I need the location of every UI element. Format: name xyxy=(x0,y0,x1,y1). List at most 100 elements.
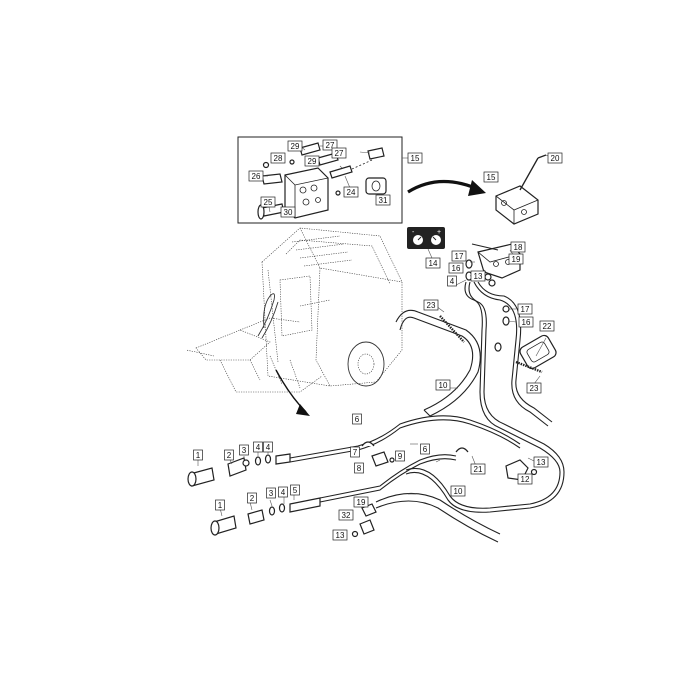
callout-number: 24 xyxy=(347,188,356,197)
couplers xyxy=(187,452,321,536)
callout-5: 5 xyxy=(290,484,300,496)
callout-8: 8 xyxy=(354,462,364,474)
callout-13: 13 xyxy=(533,456,549,468)
callout-number: 2 xyxy=(250,494,255,503)
callout-22: 22 xyxy=(539,320,555,332)
callout-15: 15 xyxy=(407,152,423,164)
baler-illustration xyxy=(185,227,403,416)
callout-17: 17 xyxy=(517,303,533,315)
callout-6: 6 xyxy=(352,413,362,425)
callout-number: 21 xyxy=(474,465,483,474)
callout-number: 8 xyxy=(357,464,362,473)
valve-assembly-mount: - + xyxy=(407,154,553,352)
callout-10: 10 xyxy=(450,485,466,497)
callout-number: 10 xyxy=(454,487,463,496)
callout-number: 23 xyxy=(530,384,539,393)
callout-23: 23 xyxy=(423,299,439,311)
callout-27: 27 xyxy=(331,147,347,159)
callout-15: 15 xyxy=(483,171,499,183)
callout-17: 17 xyxy=(451,250,467,262)
callout-29: 29 xyxy=(304,155,320,167)
callout-3: 3 xyxy=(266,487,276,499)
callout-number: 16 xyxy=(522,318,531,327)
callout-20: 20 xyxy=(547,152,563,164)
callout-number: 7 xyxy=(353,448,358,457)
callout-number: 1 xyxy=(196,451,201,460)
callout-number: 19 xyxy=(357,498,366,507)
callout-number: 22 xyxy=(543,322,552,331)
callout-number: 9 xyxy=(398,452,403,461)
callout-number: 23 xyxy=(427,301,436,310)
callout-number: 30 xyxy=(284,208,293,217)
callout-21: 21 xyxy=(470,463,486,475)
flow-arrow-right xyxy=(407,179,486,196)
callout-13: 13 xyxy=(332,529,348,541)
callout-number: 28 xyxy=(274,154,283,163)
callout-number: 19 xyxy=(512,255,521,264)
callout-26: 26 xyxy=(248,170,264,182)
callout-4: 4 xyxy=(278,486,288,498)
svg-text:-: - xyxy=(412,229,415,236)
callout-16: 16 xyxy=(518,316,534,328)
callout-31: 31 xyxy=(375,194,391,206)
callout-number: 1 xyxy=(218,501,223,510)
callout-2: 2 xyxy=(224,449,234,461)
callout-number: 32 xyxy=(342,511,351,520)
callout-number: 13 xyxy=(336,531,345,540)
callout-number: 4 xyxy=(266,443,271,452)
callout-3: 3 xyxy=(239,444,249,456)
callout-number: 25 xyxy=(264,198,273,207)
callout-number: 13 xyxy=(474,272,483,281)
callout-number: 6 xyxy=(355,415,360,424)
callout-number: 31 xyxy=(379,196,388,205)
callout-19: 19 xyxy=(508,253,524,265)
callout-12: 12 xyxy=(517,473,533,485)
callout-13: 13 xyxy=(470,270,486,282)
callout-number: 3 xyxy=(269,489,274,498)
callout-number: 4 xyxy=(450,277,455,286)
callout-19: 19 xyxy=(353,496,369,508)
callout-number: 15 xyxy=(411,154,420,163)
callout-32: 32 xyxy=(338,509,354,521)
callout-number: 2 xyxy=(227,451,232,460)
callout-number: 17 xyxy=(455,252,464,261)
callout-number: 29 xyxy=(308,157,317,166)
callout-7: 7 xyxy=(350,446,360,458)
callout-number: 3 xyxy=(242,446,247,455)
callout-1: 1 xyxy=(193,449,203,461)
callout-25: 25 xyxy=(260,196,276,208)
callout-2: 2 xyxy=(247,492,257,504)
callout-number: 5 xyxy=(293,486,298,495)
callout-4: 4 xyxy=(447,275,457,287)
callout-number: 18 xyxy=(514,243,523,252)
hydraulic-hoses xyxy=(289,281,565,543)
callout-6: 6 xyxy=(420,443,430,455)
callout-number: 4 xyxy=(256,443,261,452)
callout-16: 16 xyxy=(448,262,464,274)
callout-29: 29 xyxy=(287,140,303,152)
callout-30: 30 xyxy=(280,206,296,218)
callout-number: 29 xyxy=(291,142,300,151)
callout-4: 4 xyxy=(263,441,273,453)
callout-27: 27 xyxy=(322,139,338,151)
callout-number: 10 xyxy=(439,381,448,390)
callout-number: 20 xyxy=(551,154,560,163)
callout-number: 27 xyxy=(335,149,344,158)
callout-number: 16 xyxy=(452,264,461,273)
callout-number: 27 xyxy=(326,141,335,150)
callout-9: 9 xyxy=(395,450,405,462)
callout-24: 24 xyxy=(343,186,359,198)
callout-18: 18 xyxy=(510,241,526,253)
callout-number: 14 xyxy=(429,259,438,268)
callout-number: 12 xyxy=(521,475,530,484)
valve-inset xyxy=(237,136,410,224)
callout-23: 23 xyxy=(526,382,542,394)
callout-28: 28 xyxy=(270,152,286,164)
callout-1: 1 xyxy=(215,499,225,511)
callout-14: 14 xyxy=(425,257,441,269)
callout-number: 17 xyxy=(521,305,530,314)
callout-number: 26 xyxy=(252,172,261,181)
callout-number: 13 xyxy=(537,458,546,467)
